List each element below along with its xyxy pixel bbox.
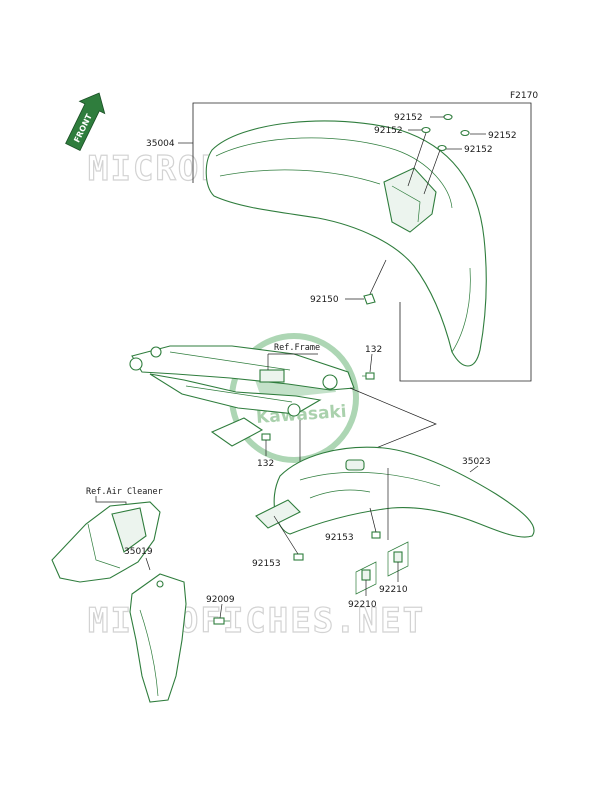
rear-frame [129, 345, 355, 447]
part-number-92153-left: 92153 [252, 559, 281, 569]
nut-92210-left [361, 569, 371, 581]
plug-4 [437, 144, 447, 152]
nut-pad-left [355, 561, 377, 595]
part-number-92210-left: 92210 [348, 600, 377, 610]
mud-flap [129, 573, 187, 703]
bolt-92153-left [273, 515, 304, 561]
part-number-92152-a: 92152 [394, 113, 423, 123]
part-number-35019: 35019 [124, 547, 153, 557]
bolt-132-top [362, 372, 375, 380]
bolt-92153-right [369, 507, 381, 539]
front-fender [205, 120, 487, 367]
part-number-92150: 92150 [310, 295, 339, 305]
diagram-code: F2170 [510, 91, 538, 101]
grommet [363, 293, 376, 305]
ref-frame-label: Ref.Frame [274, 343, 320, 353]
air-cleaner-housing [51, 501, 161, 583]
ref-air-cleaner-label: Ref.Air Cleaner [86, 487, 163, 497]
plug-1 [443, 113, 453, 121]
bolt-132-mid [261, 433, 271, 441]
plug-3 [460, 129, 470, 137]
part-number-35004: 35004 [146, 139, 175, 149]
bolt-92009 [213, 617, 230, 625]
part-number-92152-d: 92152 [464, 145, 493, 155]
plug-2 [421, 126, 431, 134]
front-direction-badge: FRONT [65, 92, 106, 152]
part-number-92152-c: 92152 [488, 131, 517, 141]
front-fender-group-box [192, 102, 532, 382]
part-number-92210-right: 92210 [379, 585, 408, 595]
part-number-92152-b: 92152 [374, 126, 403, 136]
part-number-92153-right: 92153 [325, 533, 354, 543]
nut-92210-right [393, 551, 403, 563]
rear-fender [255, 446, 535, 538]
nut-pad-right [387, 541, 409, 577]
part-number-35023: 35023 [462, 457, 491, 467]
part-number-132-mid: 132 [257, 459, 274, 469]
front-arrow-icon [65, 92, 106, 152]
part-number-132-top: 132 [365, 345, 382, 355]
part-number-92009: 92009 [206, 595, 235, 605]
